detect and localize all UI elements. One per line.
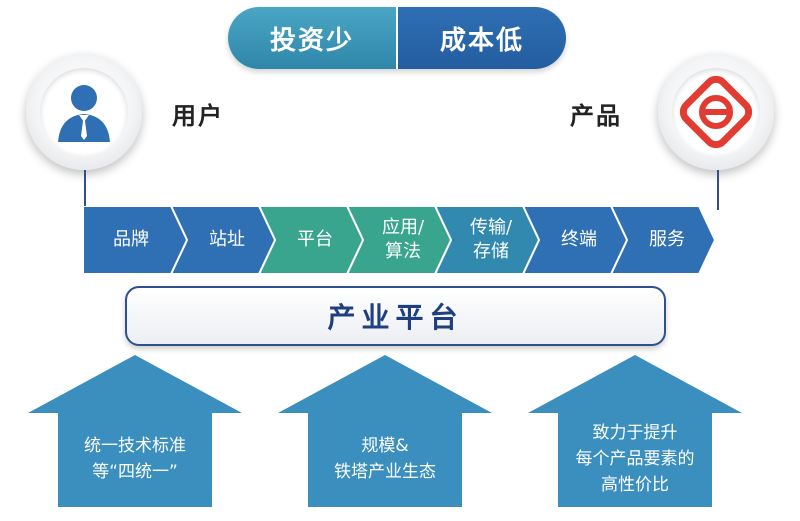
chain-step: 应用/ 算法	[347, 206, 451, 274]
pillar-arrow-value: 致力于提升 每个产品要素的 高性价比	[528, 355, 742, 507]
product-connector-line	[717, 170, 719, 210]
pillar-arrow-standards: 统一技术标准 等“四统一”	[28, 355, 242, 507]
chain-step-label: 终端	[561, 229, 597, 250]
chain-step: 站址	[171, 206, 275, 274]
company-logo-icon	[679, 75, 753, 149]
chain-step-label: 品牌	[113, 229, 149, 250]
chain-step: 终端	[523, 206, 627, 274]
chain-step-label: 服务	[649, 229, 685, 250]
pillar-arrow-ecosystem: 规模& 铁塔产业生态	[278, 355, 492, 507]
chain-step-label: 平台	[297, 229, 333, 250]
chain-step: 服务	[611, 206, 715, 274]
top-pill: 投资少 成本低	[228, 7, 566, 69]
user-label: 用户	[172, 102, 224, 130]
industry-platform-bar: 产业平台	[125, 286, 666, 346]
low-investment-label: 投资少	[228, 7, 396, 69]
product-label: 产品	[570, 102, 622, 130]
pillar-text-value: 致力于提升 每个产品要素的 高性价比	[575, 423, 695, 495]
chain-step-label: 应用/ 算法	[381, 217, 425, 262]
user-connector-line	[84, 170, 86, 210]
chain-step: 平台	[259, 206, 363, 274]
chain-step: 品牌	[83, 206, 187, 274]
value-chain: 品牌 站址 平台 应用/ 算法传输/ 存储 终端 服务	[83, 206, 723, 274]
user-avatar	[26, 54, 142, 170]
chain-step-label: 传输/ 存储	[469, 217, 513, 262]
chain-step: 传输/ 存储	[435, 206, 539, 274]
user-icon	[58, 85, 110, 142]
pillar-text-ecosystem: 规模& 铁塔产业生态	[334, 436, 436, 482]
product-logo-badge	[658, 54, 774, 170]
low-cost-label: 成本低	[396, 7, 566, 69]
chain-step-label: 站址	[209, 229, 245, 250]
pillar-text-standards: 统一技术标准 等“四统一”	[84, 436, 186, 482]
